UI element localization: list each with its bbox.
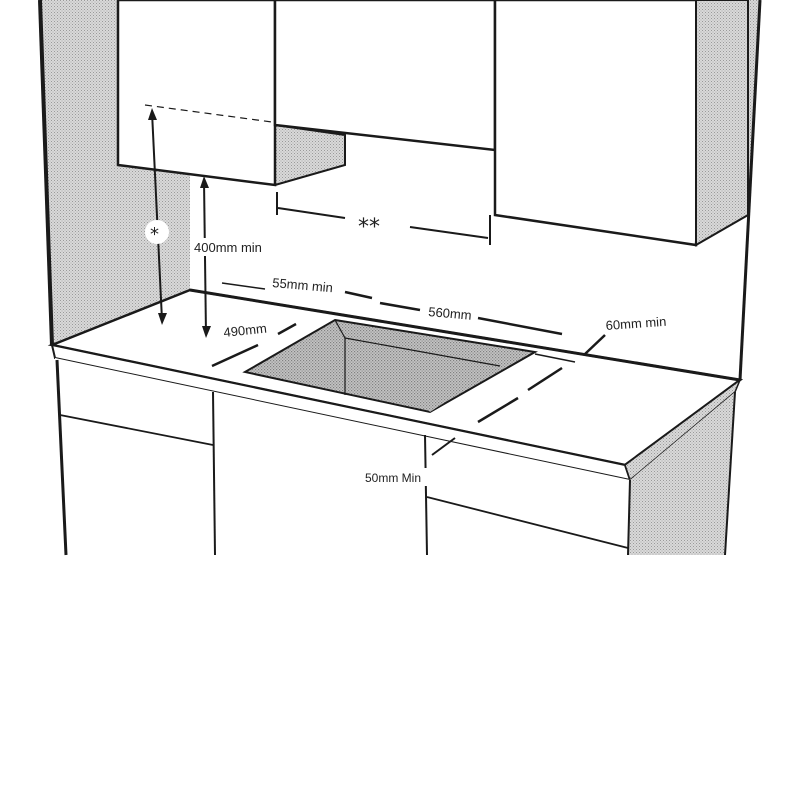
dimension-side-clearance bbox=[534, 334, 606, 363]
side-clearance-label: 60mm min bbox=[605, 314, 667, 333]
front-clearance-label: 50mm Min bbox=[365, 471, 421, 485]
upper-cabinet-middle bbox=[273, 0, 497, 152]
upper-cabinet-left bbox=[116, 0, 346, 187]
lower-cabinets bbox=[55, 358, 736, 556]
cutout-depth-label: 490mm bbox=[223, 321, 268, 340]
hob-cutout bbox=[242, 318, 538, 414]
dimension-cutout-depth bbox=[211, 322, 297, 368]
dimension-cabinet-gap bbox=[276, 192, 491, 245]
clearance-height-label: 400mm min bbox=[194, 240, 262, 255]
left-side-wall bbox=[38, 0, 190, 346]
cabinet-gap-marker: ** bbox=[358, 215, 380, 240]
dimension-front-clearance bbox=[362, 366, 563, 486]
dimension-rear-clearance bbox=[221, 282, 373, 300]
upper-cabinet-right bbox=[493, 0, 749, 247]
dimension-clearance-height bbox=[192, 176, 268, 338]
cutout-width-label: 560mm bbox=[428, 304, 473, 323]
cabinet-height-marker: * bbox=[150, 224, 159, 245]
rear-clearance-label: 55mm min bbox=[272, 275, 334, 295]
dimension-cutout-width bbox=[379, 301, 563, 336]
dimension-cabinet-height bbox=[145, 108, 169, 325]
